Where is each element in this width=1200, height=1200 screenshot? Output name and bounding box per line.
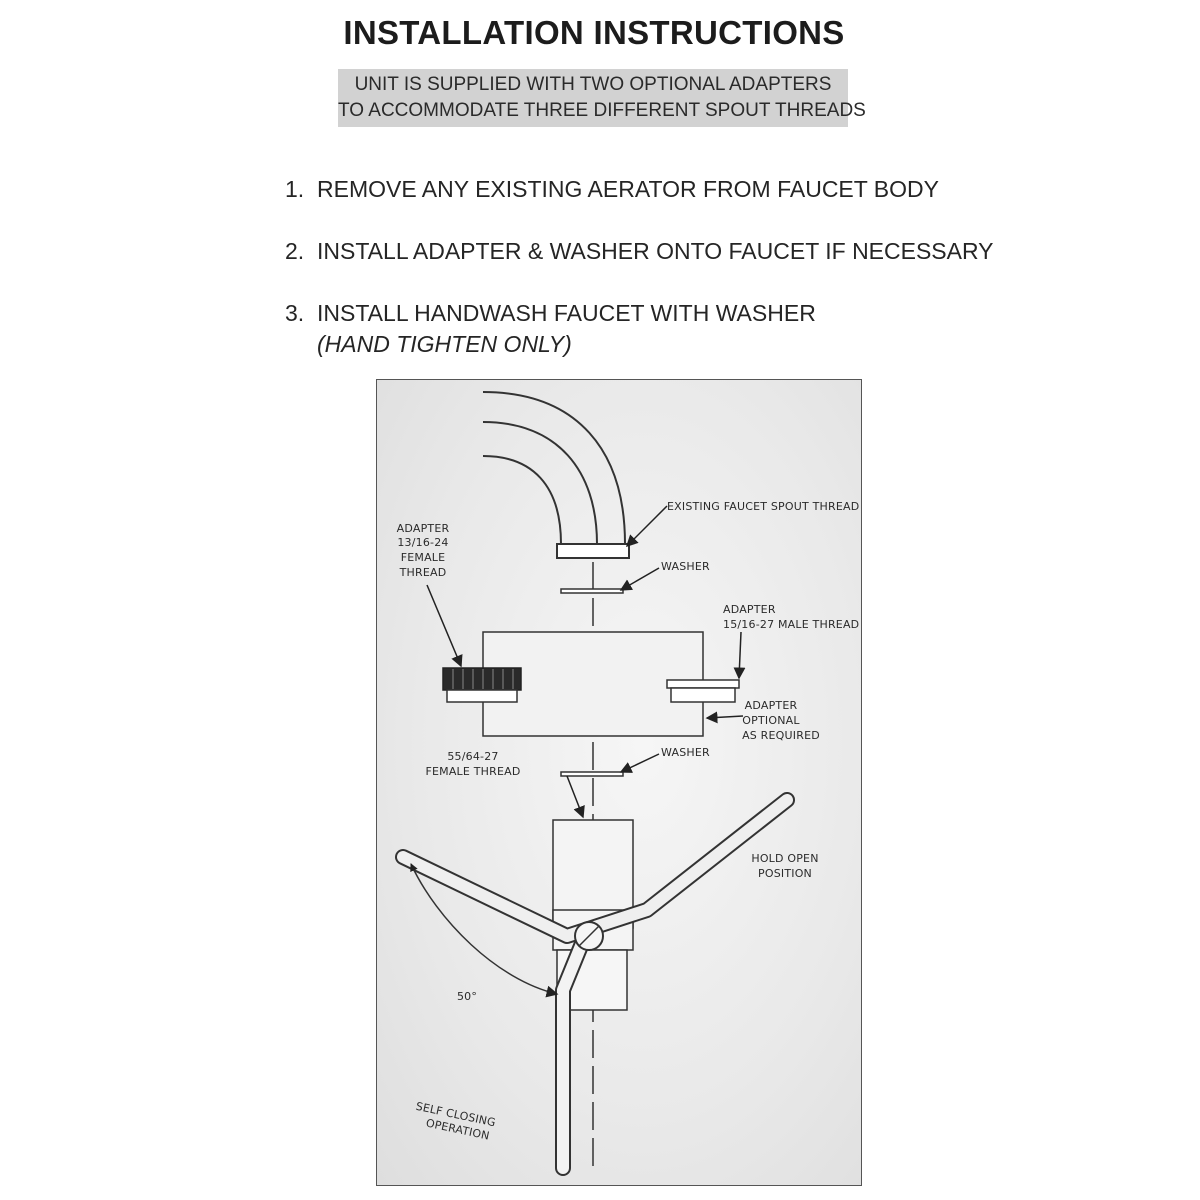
faucet-spout [482, 391, 626, 545]
label-line: FEMALE THREAD [425, 765, 520, 778]
label-line: ADAPTER [723, 603, 776, 616]
label-line: 13/16-24 [397, 536, 448, 549]
step-1: 1. REMOVE ANY EXISTING AERATOR FROM FAUCE… [285, 176, 939, 203]
label-self-closing-operation: SELF CLOSING OPERATION [415, 1100, 497, 1143]
label-female-thread: 55/64-27 FEMALE THREAD [425, 750, 520, 778]
page-title: INSTALLATION INSTRUCTIONS [343, 14, 845, 51]
step-text: INSTALL HANDWASH FAUCET WITH WASHER [317, 300, 816, 326]
note-line-2: TO ACCOMMODATE THREE DIFFERENT SPOUT THR… [338, 100, 866, 121]
label-adapter-optional: ADAPTER OPTIONAL AS REQUIRED [742, 699, 820, 742]
spout-thread [556, 543, 630, 559]
step-number: 2. [285, 238, 305, 264]
label-angle: 50° [457, 990, 477, 1003]
washer-bottom [560, 771, 624, 777]
step-3: 3. INSTALL HANDWASH FAUCET WITH WASHER (H… [285, 300, 816, 357]
note-line-1: UNIT IS SUPPLIED WITH TWO OPTIONAL ADAPT… [354, 74, 832, 95]
label-line: ADAPTER [397, 522, 450, 535]
label-hold-open-position: HOLD OPEN POSITION [751, 852, 818, 880]
label-washer-top: WASHER [661, 560, 710, 573]
step-2: 2. INSTALL ADAPTER & WASHER ONTO FAUCET I… [285, 238, 994, 265]
label-line: OPTIONAL [742, 714, 800, 727]
label-line: AS REQUIRED [742, 729, 820, 742]
adapter-note-banner: UNIT IS SUPPLIED WITH TWO OPTIONAL ADAPT… [338, 69, 866, 127]
female-adapter [442, 667, 522, 703]
label-line: FEMALE [401, 551, 446, 564]
faucet-installation-diagram: EXISTING FAUCET SPOUT THREAD WASHER ADAP… [376, 379, 862, 1186]
diagram-drawing: EXISTING FAUCET SPOUT THREAD WASHER ADAP… [395, 391, 859, 1176]
washer-top [560, 588, 624, 594]
step-text: INSTALL ADAPTER & WASHER ONTO FAUCET IF … [317, 238, 994, 264]
label-line: HOLD OPEN [751, 852, 818, 865]
leader-arrows [426, 505, 746, 819]
step-number: 1. [285, 176, 305, 202]
step-3-note: (HAND TIGHTEN ONLY) [317, 331, 572, 357]
label-line: POSITION [758, 867, 812, 880]
label-line: THREAD [399, 566, 447, 579]
label-line: ADAPTER [745, 699, 798, 712]
label-adapter-female: ADAPTER 13/16-24 FEMALE THREAD [397, 522, 450, 579]
label-line: 15/16-27 MALE THREAD [723, 618, 859, 631]
step-text: REMOVE ANY EXISTING AERATOR FROM FAUCET … [317, 176, 939, 202]
label-existing-spout-thread: EXISTING FAUCET SPOUT THREAD [667, 500, 859, 513]
angle-arc [410, 863, 559, 998]
label-adapter-male: ADAPTER 15/16-27 MALE THREAD [723, 603, 859, 631]
label-washer-bottom: WASHER [661, 746, 710, 759]
label-line: 55/64-27 [447, 750, 498, 763]
male-adapter [666, 679, 740, 703]
step-number: 3. [285, 300, 305, 326]
